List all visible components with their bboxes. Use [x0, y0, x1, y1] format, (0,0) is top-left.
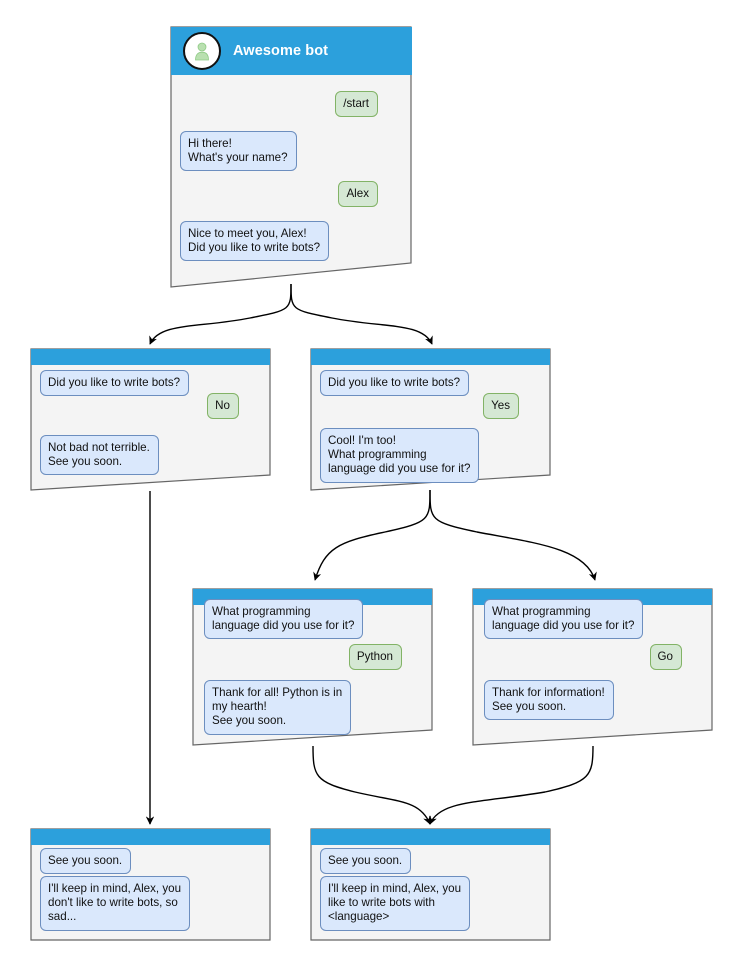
message-bubble: /start	[335, 91, 378, 118]
card-end-happy-header	[311, 829, 550, 845]
message-bubble: Not bad not terrible. See you soon.	[40, 435, 159, 476]
message-bubble: No	[207, 393, 239, 420]
card-end-sad-header	[31, 829, 270, 845]
card-answer-no[interactable]: Did you like to write bots? No Not bad n…	[30, 348, 271, 491]
card-start[interactable]: Awesome bot /start Hi there! What's your…	[170, 26, 412, 288]
card-start-title: Awesome bot	[233, 43, 329, 59]
message-bubble: Python	[348, 644, 402, 671]
edge-start-to-yes	[290, 283, 433, 345]
message-bubble: Did you like to write bots?	[320, 370, 470, 397]
card-language-go[interactable]: What programming language did you use fo…	[472, 588, 713, 746]
card-start-header: Awesome bot	[171, 27, 412, 75]
message-bubble: Hi there! What's your name?	[180, 131, 297, 172]
edge-yes-to-go	[429, 489, 597, 581]
message-bubble: What programming language did you use fo…	[204, 599, 364, 640]
edge-yes-to-python	[313, 489, 431, 581]
message-bubble: See you soon.	[40, 848, 132, 875]
card-answer-yes-header	[311, 349, 550, 365]
message-bubble: I'll keep in mind, Alex, you don't like …	[40, 876, 191, 931]
card-answer-yes[interactable]: Did you like to write bots? Yes Cool! I'…	[310, 348, 551, 491]
card-answer-no-header	[31, 349, 270, 365]
message-bubble: Cool! I'm too! What programming language…	[320, 428, 480, 483]
message-bubble: See you soon.	[320, 848, 412, 875]
message-bubble: Thank for information! See you soon.	[484, 680, 614, 721]
message-bubble: What programming language did you use fo…	[484, 599, 644, 640]
card-language-python[interactable]: What programming language did you use fo…	[192, 588, 433, 746]
message-bubble: Yes	[483, 393, 519, 420]
card-end-happy[interactable]: See you soon. I'll keep in mind, Alex, y…	[310, 828, 551, 941]
edge-start-to-no	[149, 283, 292, 345]
card-end-sad[interactable]: See you soon. I'll keep in mind, Alex, y…	[30, 828, 271, 941]
message-bubble: Nice to meet you, Alex! Did you like to …	[180, 221, 330, 262]
edge-go-to-end-happy	[429, 745, 594, 825]
edge-python-to-end-happy	[312, 745, 431, 825]
message-bubble: Did you like to write bots?	[40, 370, 190, 397]
message-bubble: Alex	[338, 181, 378, 208]
message-bubble: Go	[649, 644, 682, 671]
avatar	[183, 32, 221, 70]
message-bubble: I'll keep in mind, Alex, you like to wri…	[320, 876, 471, 931]
person-icon	[195, 42, 209, 61]
message-bubble: Thank for all! Python is in my hearth! S…	[204, 680, 352, 735]
